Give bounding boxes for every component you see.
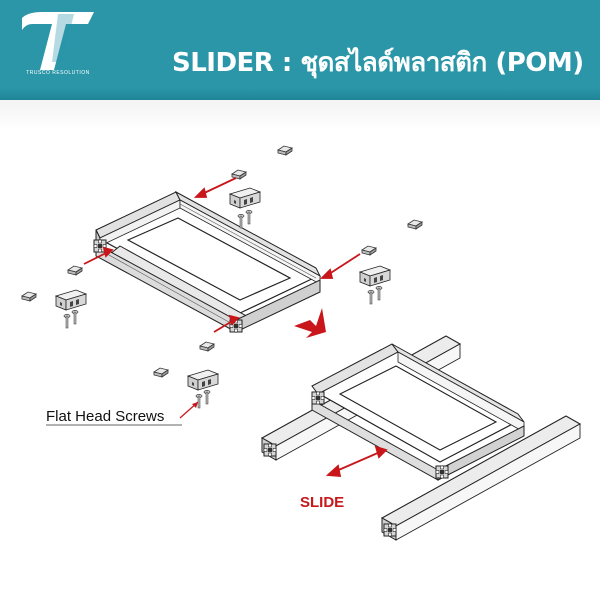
slide-arrow-icon	[325, 445, 388, 477]
screws-leader-arrow-icon	[192, 402, 198, 408]
down-arrow-icon	[294, 308, 326, 338]
page-title: SLIDER : ชุดสไลด์พลาสติก (POM)	[172, 48, 584, 78]
logo-icon	[22, 12, 94, 70]
brand-logo	[18, 10, 98, 85]
assembled-slider-frame	[260, 335, 582, 541]
assembly-arrows	[83, 177, 361, 333]
exploded-frame	[93, 190, 322, 333]
assembly-diagram	[21, 145, 582, 541]
header-shade	[0, 88, 600, 100]
slide-label: SLIDE	[300, 494, 345, 511]
flat-head-screws-label: Flat Head Screws	[46, 408, 165, 425]
header-fade	[0, 100, 600, 130]
header-banner	[0, 0, 600, 100]
logo-text: TRUSCO RESOLUTION	[26, 70, 90, 76]
